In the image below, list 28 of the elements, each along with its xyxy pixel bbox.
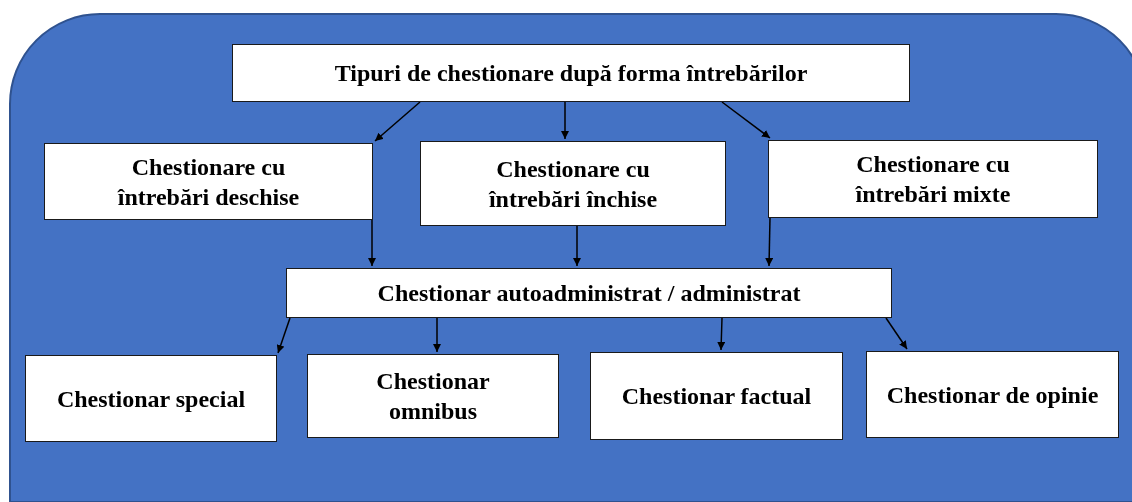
arrow — [765, 217, 774, 267]
box-label: Tipuri de chestionare după forma întrebărilor — [334, 59, 808, 88]
arrow — [368, 219, 376, 267]
arrow — [561, 101, 569, 140]
arrow — [374, 101, 421, 142]
category-box — [25, 355, 277, 442]
category-box — [232, 44, 910, 102]
arrow — [717, 317, 726, 351]
box-label: Chestionare cu întrebări deschise — [116, 152, 301, 212]
box-label: Chestionar special — [56, 384, 246, 414]
box-label: Chestionare cu întrebări mixte — [854, 150, 1012, 209]
arrow — [885, 317, 908, 350]
box-label: Chestionar omnibus — [375, 367, 491, 426]
category-box — [590, 352, 843, 440]
category-box — [768, 140, 1098, 218]
box-label: Chestionar factual — [621, 382, 812, 411]
category-box — [44, 143, 373, 220]
box-label: Chestionar de opinie — [886, 380, 1099, 410]
category-box — [307, 354, 559, 438]
box-label: Chestionare cu întrebări închise — [487, 154, 659, 214]
arrow — [276, 317, 291, 354]
box-label: Chestionar autoadministrat / administrat — [377, 279, 801, 308]
category-box — [420, 141, 726, 226]
arrow — [721, 101, 771, 139]
category-box — [866, 351, 1119, 438]
category-box — [286, 268, 892, 318]
arrow — [433, 317, 441, 353]
arrow — [573, 225, 581, 267]
